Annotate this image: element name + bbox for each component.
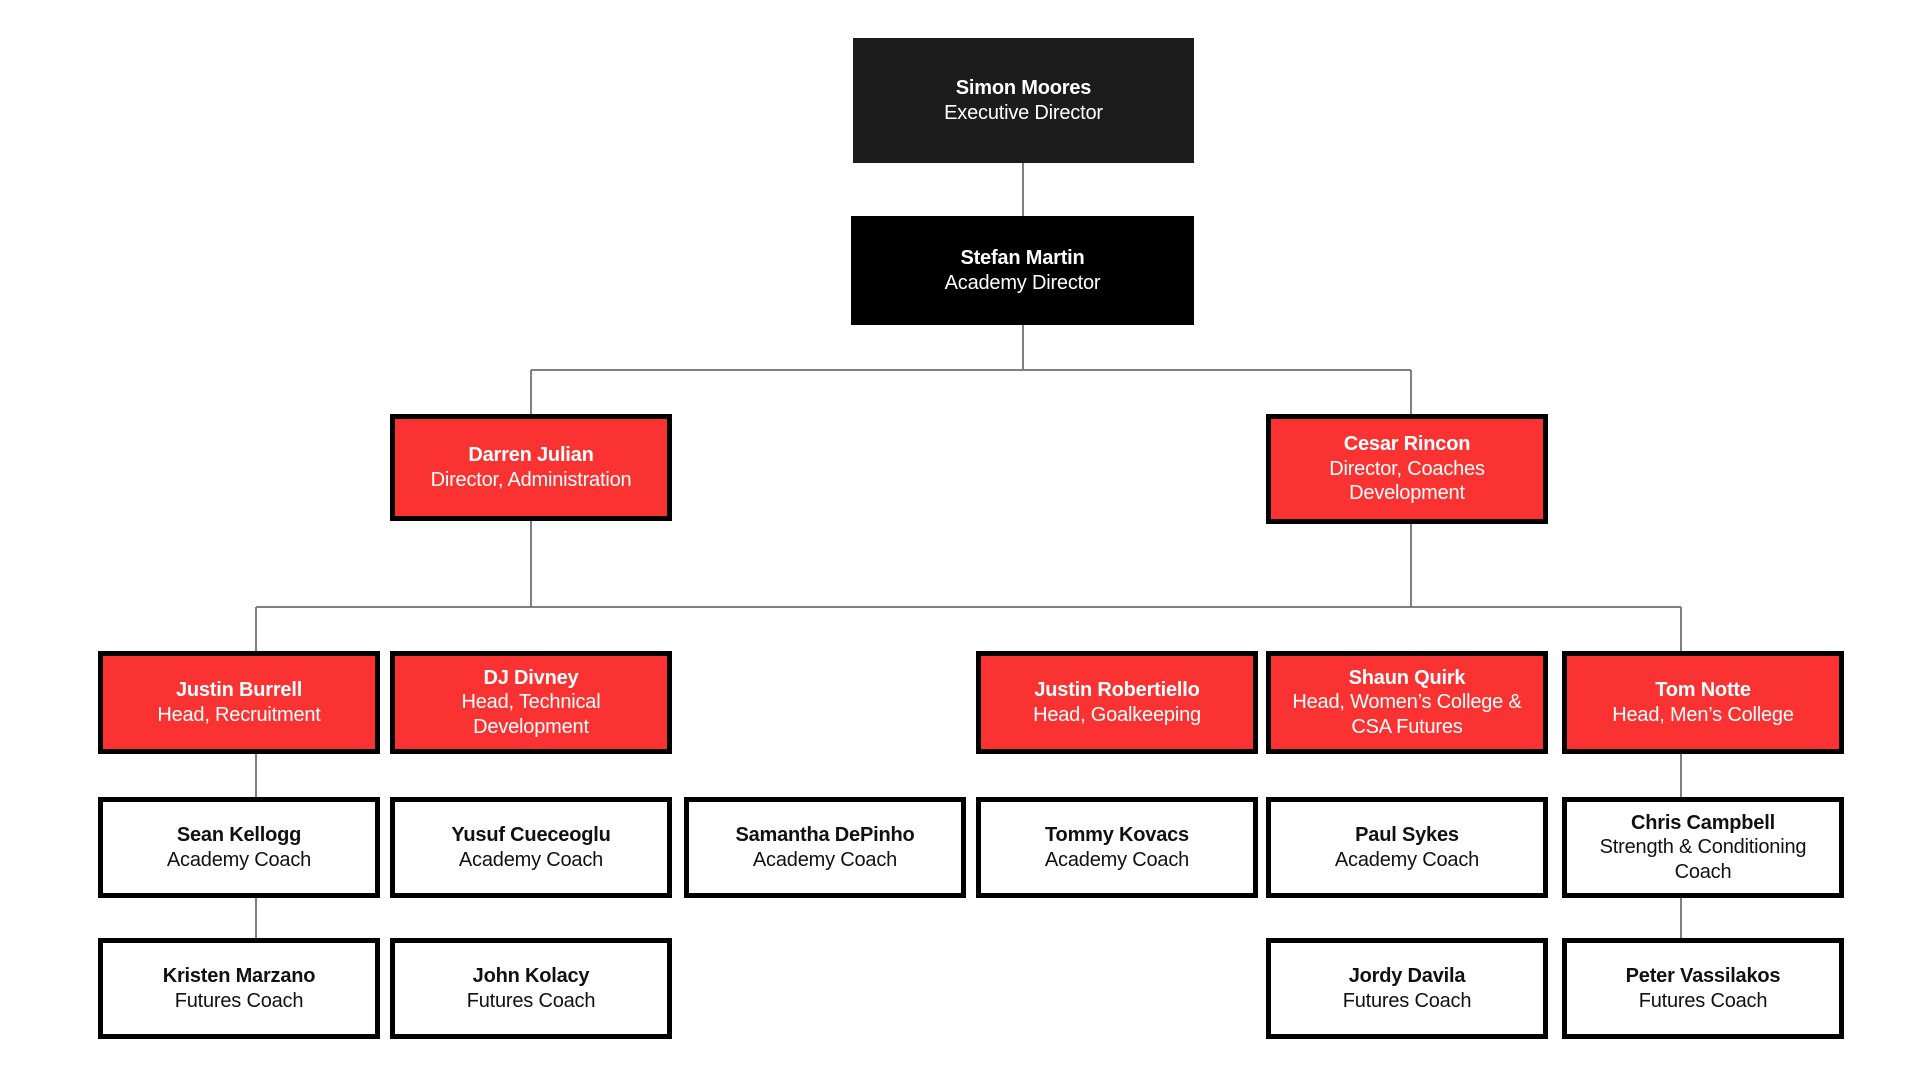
node-title: Academy Director — [944, 271, 1101, 294]
node-title: Executive Director — [944, 101, 1103, 124]
node-darren-julian[interactable]: Darren Julian Director, Administration — [390, 414, 672, 521]
node-name: Tom Notte — [1655, 679, 1751, 702]
node-paul-sykes[interactable]: Paul Sykes Academy Coach — [1266, 797, 1548, 898]
node-name: Justin Robertiello — [1034, 679, 1200, 702]
node-name: DJ Divney — [483, 666, 579, 689]
node-shaun-quirk[interactable]: Shaun Quirk Head, Women’s College & CSA … — [1266, 651, 1548, 754]
node-dj-divney[interactable]: DJ Divney Head, Technical Development — [390, 651, 672, 754]
node-name: Paul Sykes — [1355, 824, 1459, 847]
node-title: Head, Technical Development — [461, 691, 601, 738]
node-title: Director, Coaches Development — [1329, 457, 1485, 505]
node-name: Jordy Davila — [1348, 965, 1466, 988]
node-yusuf-cueceoglu[interactable]: Yusuf Cueceoglu Academy Coach — [390, 797, 672, 898]
node-tom-notte[interactable]: Tom Notte Head, Men’s College — [1562, 651, 1844, 754]
node-title: Academy Coach — [458, 848, 604, 871]
node-name: Simon Moores — [955, 77, 1092, 100]
node-title: Futures Coach — [466, 989, 596, 1012]
node-justin-robertiello[interactable]: Justin Robertiello Head, Goalkeeping — [976, 651, 1258, 754]
node-name: Darren Julian — [468, 444, 594, 467]
node-title: Academy Coach — [752, 848, 898, 871]
node-name: Samantha DePinho — [735, 824, 915, 847]
node-title: Academy Coach — [1044, 848, 1190, 871]
node-justin-burrell[interactable]: Justin Burrell Head, Recruitment — [98, 651, 380, 754]
node-title: Academy Coach — [1334, 848, 1480, 871]
node-name: Cesar Rincon — [1343, 433, 1471, 456]
node-peter-vassilakos[interactable]: Peter Vassilakos Futures Coach — [1562, 938, 1844, 1039]
node-stefan-martin[interactable]: Stefan Martin Academy Director — [851, 216, 1194, 325]
node-title: Director, Administration — [430, 468, 632, 491]
node-samantha-depinho[interactable]: Samantha DePinho Academy Coach — [684, 797, 966, 898]
node-title: Academy Coach — [166, 848, 312, 871]
node-name: Shaun Quirk — [1348, 666, 1466, 689]
node-name: Yusuf Cueceoglu — [451, 824, 611, 847]
node-title: Futures Coach — [1638, 989, 1768, 1012]
node-tommy-kovacs[interactable]: Tommy Kovacs Academy Coach — [976, 797, 1258, 898]
node-name: Sean Kellogg — [176, 824, 302, 847]
node-title: Strength & Conditioning Coach — [1599, 836, 1807, 883]
node-name: Tommy Kovacs — [1045, 824, 1189, 847]
node-title: Head, Recruitment — [157, 703, 321, 726]
node-john-kolacy[interactable]: John Kolacy Futures Coach — [390, 938, 672, 1039]
node-name: Justin Burrell — [175, 679, 303, 702]
node-name: Chris Campbell — [1631, 811, 1775, 834]
node-title: Head, Goalkeeping — [1033, 703, 1201, 726]
node-sean-kellogg[interactable]: Sean Kellogg Academy Coach — [98, 797, 380, 898]
node-kristen-marzano[interactable]: Kristen Marzano Futures Coach — [98, 938, 380, 1039]
node-title: Head, Men’s College — [1612, 703, 1794, 726]
node-title: Futures Coach — [1342, 989, 1472, 1012]
node-cesar-rincon[interactable]: Cesar Rincon Director, Coaches Developme… — [1266, 414, 1548, 524]
node-title: Head, Women’s College & CSA Futures — [1292, 691, 1522, 738]
node-jordy-davila[interactable]: Jordy Davila Futures Coach — [1266, 938, 1548, 1039]
node-title: Futures Coach — [174, 989, 304, 1012]
node-name: Kristen Marzano — [162, 965, 316, 988]
node-simon-moores[interactable]: Simon Moores Executive Director — [853, 38, 1194, 163]
node-chris-campbell[interactable]: Chris Campbell Strength & Conditioning C… — [1562, 797, 1844, 898]
node-name: Peter Vassilakos — [1625, 965, 1781, 988]
node-name: John Kolacy — [472, 965, 590, 988]
node-name: Stefan Martin — [960, 247, 1085, 270]
